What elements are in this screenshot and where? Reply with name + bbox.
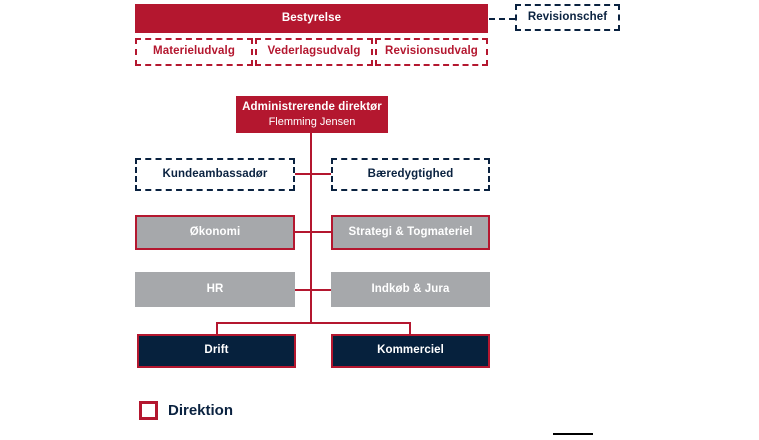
node-hr[interactable]: HR <box>135 272 295 307</box>
legend: Direktion <box>139 401 233 420</box>
legend-swatch-direktion <box>139 401 158 420</box>
connector-dept-outlined-right <box>310 231 332 233</box>
node-label: Kommerciel <box>377 344 444 357</box>
node-label: Indkøb & Jura <box>371 282 450 295</box>
node-kommerciel[interactable]: Kommerciel <box>331 334 490 368</box>
node-indkob-jura[interactable]: Indkøb & Jura <box>331 272 490 307</box>
connector-spine-vertical <box>310 133 312 323</box>
node-label: Revisionsudvalg <box>385 45 478 58</box>
node-administrerende-direktor[interactable]: Administrerende direktør Flemming Jensen <box>236 96 388 133</box>
node-materieludvalg[interactable]: Materieludvalg <box>135 38 253 66</box>
node-label: Revisionschef <box>527 10 608 23</box>
node-vederlagsudvalg[interactable]: Vederlagsudvalg <box>255 38 373 66</box>
node-baeredygtighed[interactable]: Bæredygtighed <box>331 158 490 191</box>
node-label: Strategi & Togmateriel <box>348 225 473 238</box>
connector-dept-plain-left <box>294 289 312 291</box>
connector-divisions-drop-right <box>409 322 411 336</box>
connector-divisions-bracket <box>216 322 411 324</box>
legend-label: Direktion <box>168 402 234 419</box>
node-label: Materieludvalg <box>153 45 235 58</box>
node-revisionsudvalg[interactable]: Revisionsudvalg <box>375 38 488 66</box>
connector-staff-row-left <box>294 173 312 175</box>
connector-board-to-audit-chief <box>489 18 515 20</box>
node-label: Økonomi <box>189 225 241 238</box>
connector-dept-plain-right <box>310 289 332 291</box>
node-title: Administrerende direktør <box>242 100 382 113</box>
node-revisionschef[interactable]: Revisionschef <box>515 4 620 31</box>
node-bestyrelse[interactable]: Bestyrelse <box>135 4 488 33</box>
node-label: HR <box>206 282 224 295</box>
node-strategi-togmateriel[interactable]: Strategi & Togmateriel <box>331 215 490 250</box>
node-drift[interactable]: Drift <box>137 334 296 368</box>
node-kundeambassador[interactable]: Kundeambassadør <box>135 158 295 191</box>
node-label: Drift <box>204 344 229 357</box>
bottom-rule-mark <box>553 433 593 435</box>
connector-dept-outlined-left <box>294 231 312 233</box>
node-label: Vederlagsudvalg <box>267 45 361 58</box>
node-okonomi[interactable]: Økonomi <box>135 215 295 250</box>
node-label: Bæredygtighed <box>367 167 454 180</box>
connector-staff-row-right <box>310 173 332 175</box>
node-label: Bestyrelse <box>281 11 342 24</box>
connector-divisions-drop-left <box>216 322 218 336</box>
node-subtitle: Flemming Jensen <box>268 115 356 128</box>
node-label: Kundeambassadør <box>162 167 268 180</box>
